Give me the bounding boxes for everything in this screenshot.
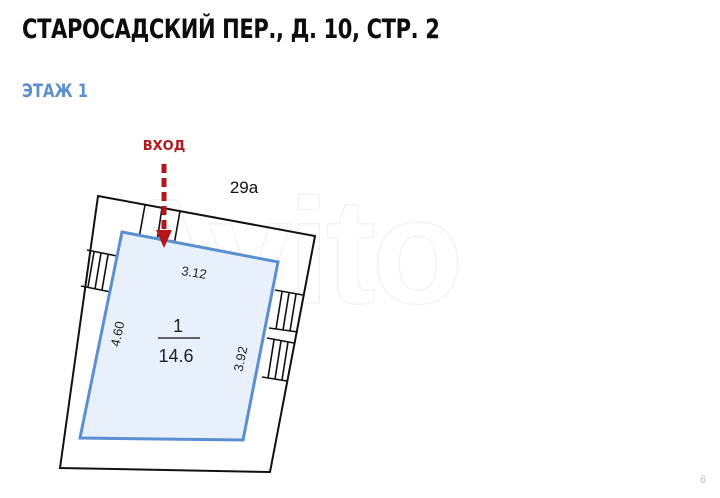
page-title: СТАРОСАДСКИЙ ПЕР., Д. 10, СТР. 2: [22, 14, 440, 45]
floor-label: ЭТАЖ 1: [22, 80, 89, 102]
right-window-lower: [261, 337, 295, 382]
dimension-left: 4.60: [108, 320, 128, 348]
entrance-arrow-icon: [156, 164, 172, 248]
right-window-upper: [268, 289, 304, 333]
dimension-top: 3.12: [180, 263, 207, 282]
room-1[interactable]: [78, 230, 280, 442]
room-area: 14.6: [158, 346, 193, 366]
entrance-label: ВХОД: [143, 139, 186, 154]
neighbor-label: 29а: [230, 178, 259, 197]
top-window: [138, 204, 181, 246]
room-number: 1: [173, 316, 183, 336]
page-number: 6: [699, 474, 706, 486]
left-window: [80, 249, 118, 293]
outer-wall: [58, 194, 317, 474]
dimension-right: 3.92: [231, 345, 251, 373]
